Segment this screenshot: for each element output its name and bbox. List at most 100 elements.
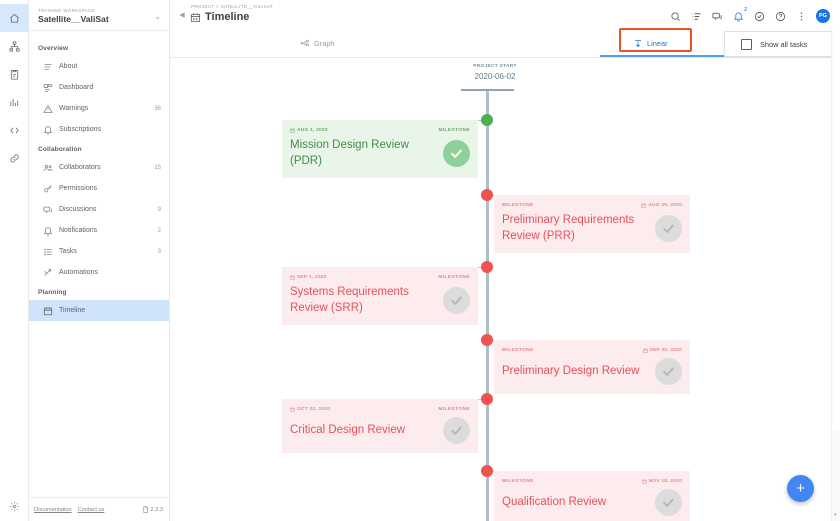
scroll-down-arrow-icon[interactable]: ▾ [834, 512, 837, 518]
chevron-down-icon[interactable]: ⌄ [154, 12, 161, 21]
sidebar-item-label: Warnings [59, 105, 89, 112]
search-icon[interactable] [669, 10, 681, 22]
documentation-link[interactable]: Documentation [34, 506, 72, 513]
collapse-sidebar-icon[interactable]: ◀ [179, 12, 185, 19]
top-bar: ◀ PROJECT > SATELLITE__VALISAT Timeline [170, 0, 840, 30]
milestone-card[interactable]: MILESTONE AUG 29, 2020 Preliminary Requi… [494, 195, 690, 254]
sidebar-item-tasks[interactable]: Tasks 3 [29, 241, 169, 262]
sidebar-item-count: 15 [154, 164, 161, 171]
card-date-text: OCT 22, 2020 [297, 407, 331, 412]
sidebar-item-discussions[interactable]: Discussions 9 [29, 199, 169, 220]
milestone-card[interactable]: SEP 1, 2020 MILESTONE Systems Requiremen… [282, 267, 478, 326]
home-icon[interactable] [0, 4, 29, 32]
status-check-icon[interactable] [655, 215, 682, 243]
card-header: MILESTONE SEP 30, 2020 [502, 346, 682, 355]
card-date-text: SEP 1, 2020 [297, 275, 327, 280]
workspace-texts: TRAINING WORKSPACE Satellite__ValiSat [38, 9, 109, 24]
sidebar-item-timeline[interactable]: Timeline [29, 300, 169, 321]
tab-linear[interactable]: Linear [633, 39, 668, 49]
sidebar-item-subscriptions[interactable]: Subscriptions [29, 119, 169, 140]
sidebar-item-count: 3 [157, 248, 161, 255]
card-date-text: AUG 29, 2020 [648, 203, 682, 208]
settings-icon[interactable] [0, 491, 29, 521]
card-type: MILESTONE [502, 479, 534, 484]
milestone-card[interactable]: OCT 22, 2020 MILESTONE Critical Design R… [282, 399, 478, 453]
workspace-name: Satellite__ValiSat [38, 14, 109, 25]
status-check-icon[interactable] [443, 140, 470, 168]
card-body: Mission Design Review (PDR) [290, 138, 470, 169]
card-body: Preliminary Requirements Review (PRR) [502, 213, 682, 244]
milestone-card[interactable]: AUG 1, 2020 MILESTONE Mission Design Rev… [282, 120, 478, 179]
add-button[interactable]: + [787, 475, 814, 502]
header-actions: 2 PG [669, 4, 834, 23]
contact-us-link[interactable]: Contact us [77, 506, 105, 513]
sitemap-icon[interactable] [0, 32, 29, 60]
sidebar-item-automations[interactable]: Automations [29, 262, 169, 283]
scrollbar-thumb[interactable] [833, 30, 840, 430]
dashboard-icon [43, 83, 53, 93]
show-all-tasks-panel[interactable]: Show all tasks [724, 31, 838, 57]
milestone-card[interactable]: MILESTONE NOV 18, 2020 Qualification Rev… [494, 471, 690, 521]
notifications-bell-icon[interactable]: 2 [732, 7, 747, 22]
timeline-dot[interactable] [481, 114, 493, 126]
card-date: AUG 1, 2020 [290, 128, 328, 133]
sidebar-item-label: Automations [59, 269, 98, 276]
sidebar-item-notifications[interactable]: Notifications 2 [29, 220, 169, 241]
sidebar-item-about[interactable]: About [29, 56, 169, 77]
code-icon[interactable] [0, 116, 29, 144]
filter-list-icon[interactable] [690, 10, 702, 22]
tab-graph-label: Graph [314, 39, 335, 48]
card-header: OCT 22, 2020 MILESTONE [290, 405, 470, 414]
sidebar-item-collaborators[interactable]: Collaborators 15 [29, 157, 169, 178]
calendar-icon [190, 12, 201, 23]
tab-graph[interactable]: Graph [300, 39, 335, 49]
graph-icon [300, 39, 309, 46]
card-type: MILESTONE [502, 203, 534, 208]
project-start-label: PROJECT START 2020-06-02 [456, 64, 534, 81]
sidebar-item-warnings[interactable]: Warnings 36 [29, 98, 169, 119]
breadcrumb[interactable]: PROJECT > SATELLITE__VALISAT [191, 4, 274, 9]
sidebar-item-dashboard[interactable]: Dashboard [29, 77, 169, 98]
sidebar-section-collaboration-label: Collaboration [38, 146, 82, 153]
clipboard-icon[interactable] [0, 60, 29, 88]
page-title-row: Timeline [190, 11, 273, 23]
card-title: Mission Design Review (PDR) [290, 139, 409, 167]
timeline-dot[interactable] [481, 393, 493, 405]
milestone-card[interactable]: MILESTONE SEP 30, 2020 Preliminary Desig… [494, 340, 690, 394]
card-date-text: AUG 1, 2020 [297, 128, 328, 133]
card-header: SEP 1, 2020 MILESTONE [290, 273, 470, 282]
sidebar-section-overview-label: Overview [38, 45, 69, 52]
status-check-icon[interactable] [655, 489, 682, 516]
timeline-dot[interactable] [481, 465, 493, 477]
timeline-dot[interactable] [481, 261, 493, 273]
avatar[interactable]: PG [816, 9, 830, 23]
linear-icon [635, 39, 641, 47]
help-icon[interactable] [774, 10, 786, 22]
bell-icon [43, 226, 53, 236]
workspace-switcher[interactable]: TRAINING WORKSPACE Satellite__ValiSat ⌄ [29, 0, 169, 31]
show-all-tasks-checkbox[interactable] [741, 38, 752, 50]
timeline-dot[interactable] [481, 334, 493, 346]
more-vertical-icon[interactable] [795, 10, 807, 22]
check-circle-icon[interactable] [753, 10, 765, 22]
show-all-tasks-label: Show all tasks [760, 39, 808, 49]
status-check-icon[interactable] [443, 417, 470, 444]
card-date-text: SEP 30, 2020 [649, 348, 682, 353]
chat-icon[interactable] [711, 10, 723, 22]
vertical-scrollbar[interactable]: ▾ [831, 30, 840, 521]
icon-rail [0, 0, 29, 521]
sidebar-item-permissions[interactable]: Permissions [29, 178, 169, 199]
sidebar-item-label: Subscriptions [59, 126, 102, 133]
link-icon[interactable] [0, 144, 29, 172]
timeline-dot[interactable] [481, 189, 493, 201]
workspace-kicker: TRAINING WORKSPACE [38, 8, 95, 13]
version-indicator: 2.2.3 [142, 506, 163, 513]
header-titles: PROJECT > SATELLITE__VALISAT Timeline [190, 4, 273, 23]
warning-icon [43, 104, 53, 114]
analytics-icon[interactable] [0, 88, 29, 116]
view-tabs: Graph Linear Show all tasks [170, 28, 840, 58]
card-body: Preliminary Design Review [502, 358, 682, 385]
sidebar-item-count: 9 [157, 206, 161, 213]
status-check-icon[interactable] [443, 287, 470, 315]
status-check-icon[interactable] [655, 358, 682, 385]
